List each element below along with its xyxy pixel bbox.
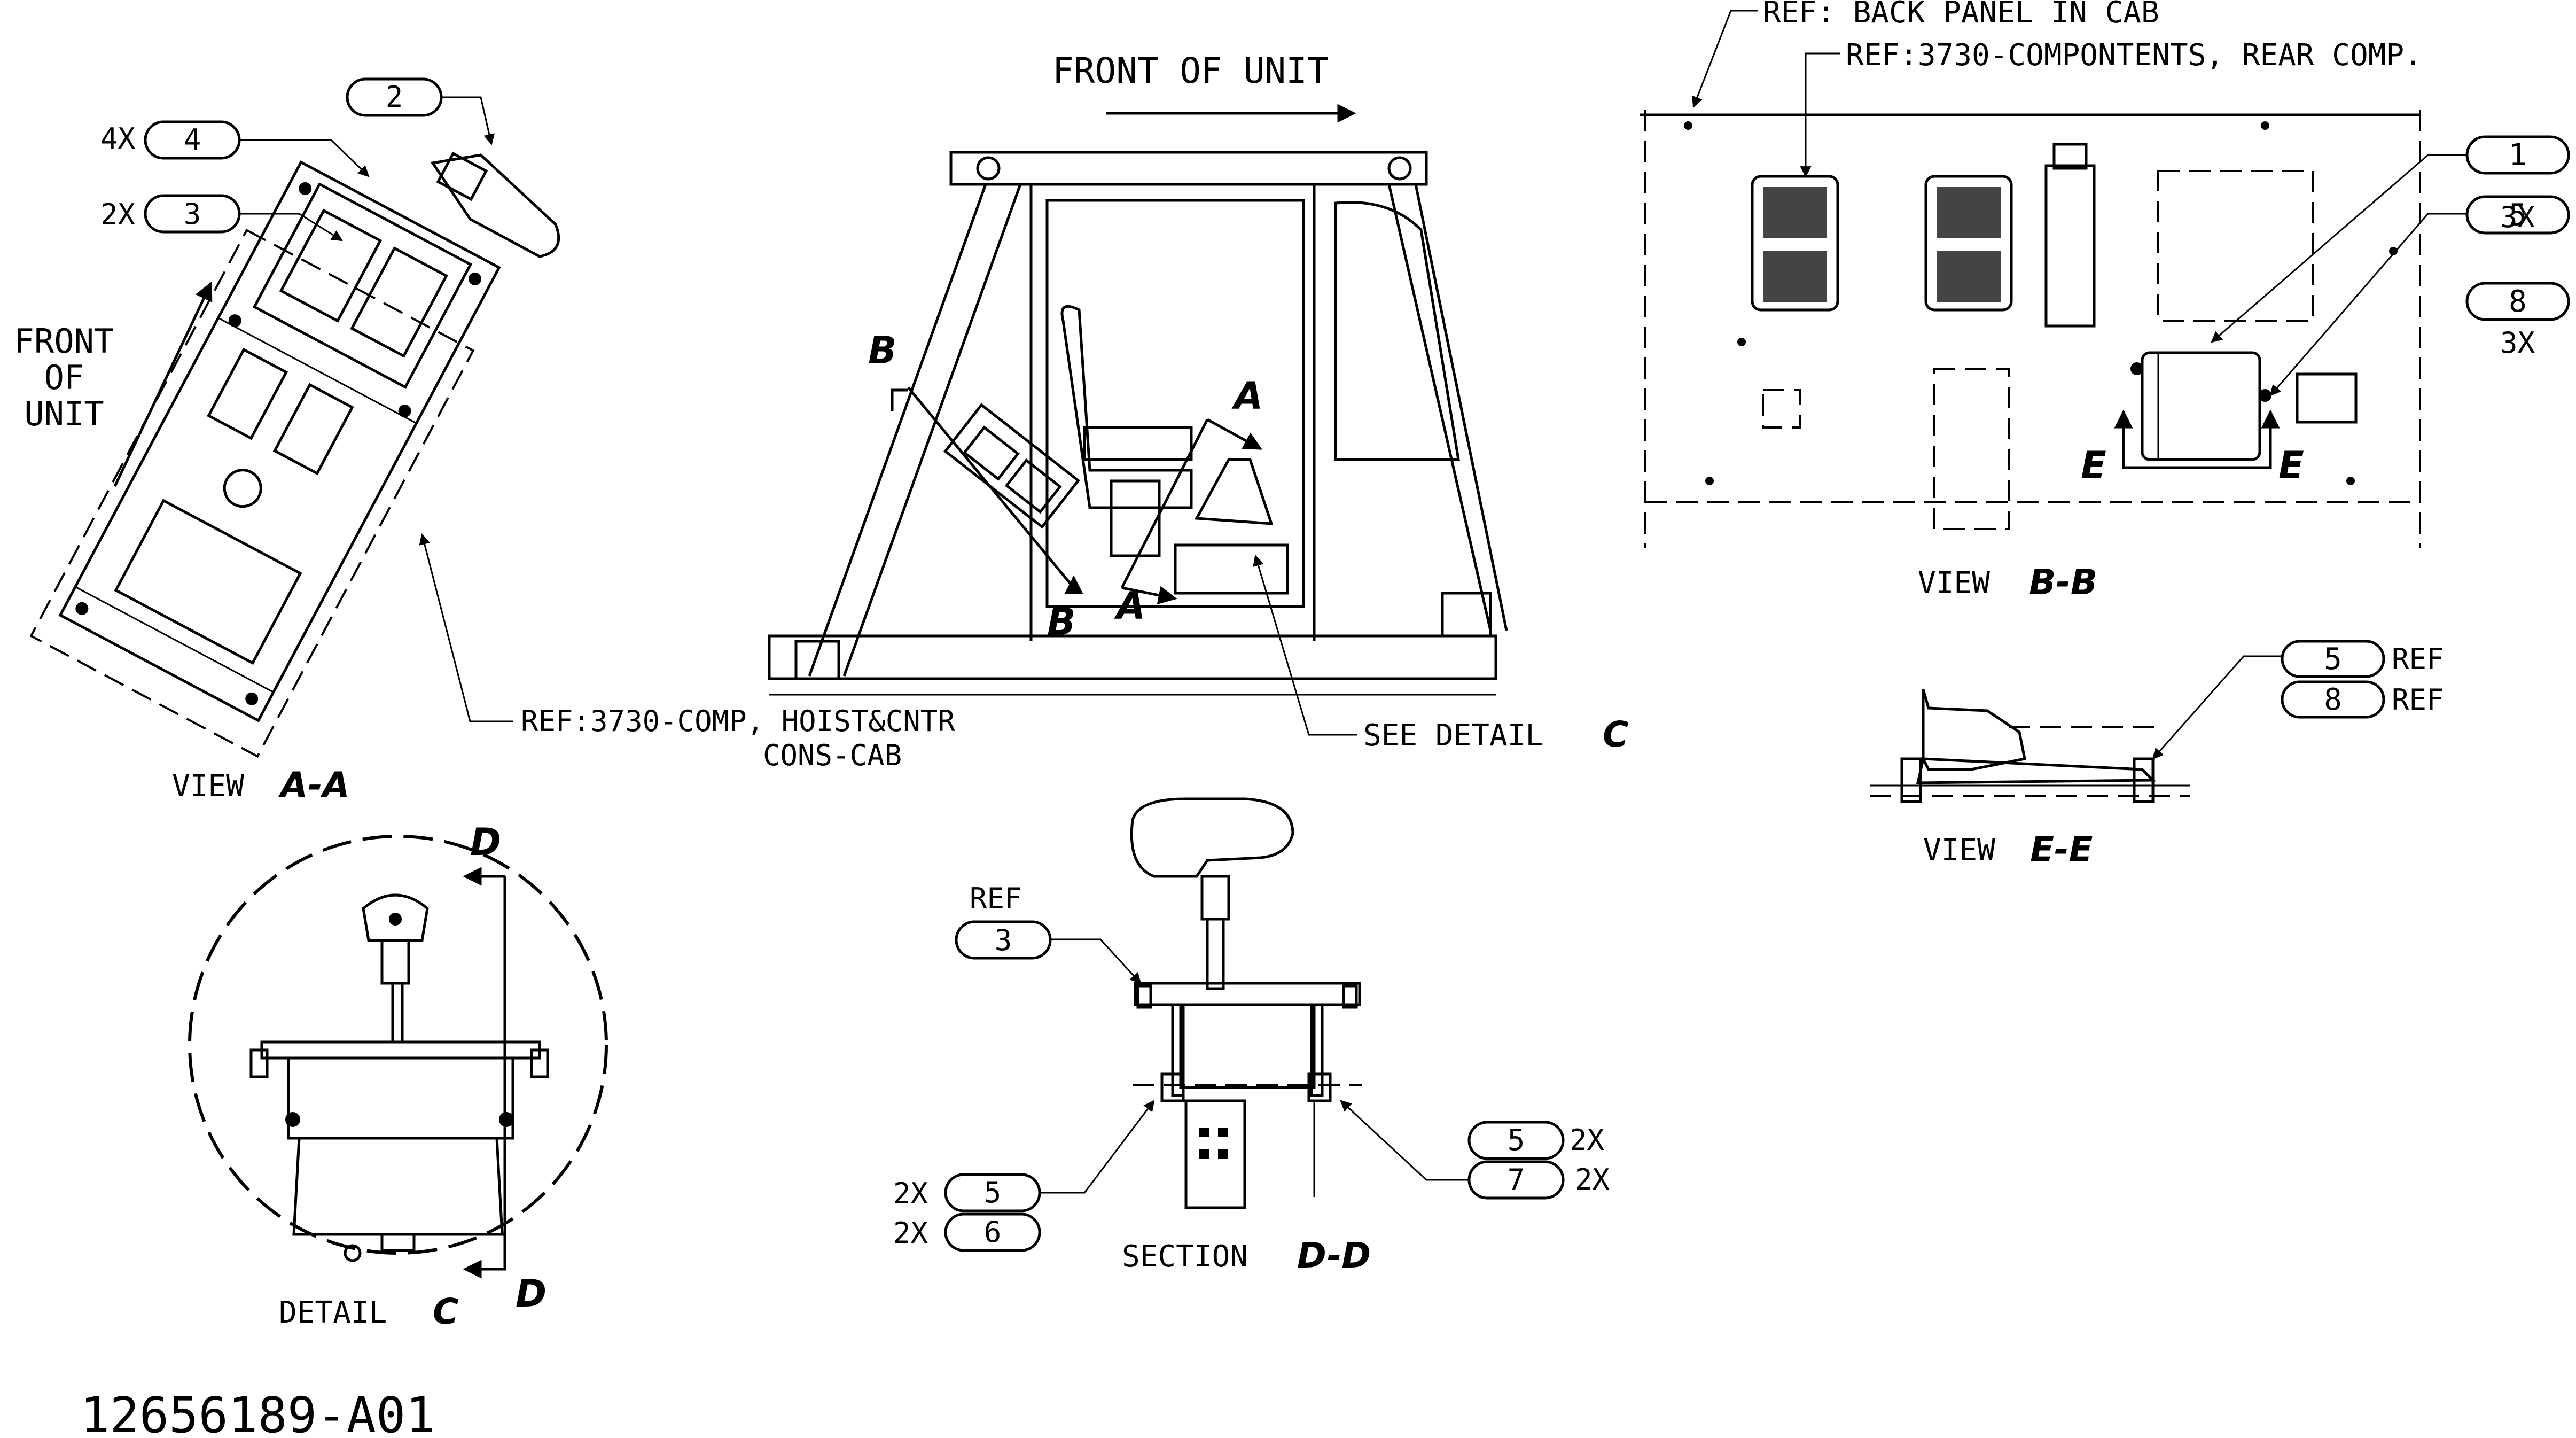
detail-circle: [188, 835, 608, 1255]
marker-d: D: [470, 820, 501, 864]
callout-qty: 3X: [2500, 200, 2535, 234]
view-e-e: 5 REF 8 REF VIEW E-E: [1870, 640, 2444, 870]
marker-a: A: [1231, 374, 1263, 418]
callout-item: 5: [2509, 198, 2527, 232]
callout-item: 7: [1508, 1163, 1525, 1196]
joystick-handle: [430, 153, 560, 258]
marker-b: B: [1047, 600, 1075, 644]
marker-a: A: [1114, 584, 1145, 628]
callout-bubble: [944, 1212, 1041, 1252]
marker-e: E: [2278, 444, 2304, 487]
detail-c: D D DETAIL C: [188, 820, 608, 1332]
view-title: VIEW: [1918, 566, 1990, 601]
b-console: [943, 403, 1080, 529]
ref-components: REF:3730-COMPONTENTS, REAR COMP.: [1846, 38, 2422, 73]
callout-item: 2: [386, 80, 403, 114]
view-title: VIEW: [1923, 833, 1995, 868]
callout-qty: 2X: [893, 1216, 928, 1250]
ref-back-panel: REF: BACK PANEL IN CAB: [1763, 0, 2159, 30]
callout-item: 6: [984, 1215, 1002, 1249]
controller-box: [2141, 351, 2261, 461]
cab-view: FRONT OF UNIT: [768, 50, 1628, 755]
view-letters: E-E: [2030, 829, 2093, 870]
view-b-b: REF: BACK PANEL IN CAB REF:3730-COMPONTE…: [1640, 0, 2570, 603]
callout-bubble: [2281, 640, 2385, 678]
section-letters: D-D: [1297, 1235, 1371, 1276]
console-drawing: [29, 160, 501, 758]
seat: [1060, 305, 1193, 509]
ref-line-1: REF:3730-COMP, HOIST&CNTR: [521, 704, 955, 738]
callout-bubble: [2465, 195, 2570, 235]
marker-b: B: [868, 329, 896, 372]
detail-title: DETAIL: [279, 1295, 387, 1330]
section-title: SECTION: [1122, 1239, 1248, 1274]
front-label-2: OF: [44, 358, 84, 397]
callout-note: REF: [2392, 683, 2444, 717]
view-title: VIEW: [172, 769, 244, 804]
callout-qty: 2X: [1570, 1123, 1605, 1157]
callout-item: 3: [184, 197, 201, 231]
view-a-a: FRONT OF UNIT 4X 4 2X 3 2 REF:3730-COMP,…: [14, 77, 955, 806]
callout-item: 5: [2324, 642, 2342, 677]
marker-d: D: [516, 1272, 547, 1316]
cab-frame: [768, 151, 1508, 696]
see-detail-letter: C: [1603, 714, 1628, 755]
drawing-number: 12656189-A01: [80, 1387, 435, 1438]
callout-bubble: [2281, 680, 2385, 719]
controller-side: [1922, 689, 2026, 771]
callout-qty: 2X: [100, 198, 136, 231]
callout-item: 5: [984, 1176, 1002, 1209]
callout-qty: 4X: [100, 122, 136, 156]
callout-bubble: [2465, 282, 2570, 321]
see-detail-label: SEE DETAIL: [1363, 718, 1543, 753]
back-panel: [1640, 110, 2421, 548]
joystick-knob: [1130, 797, 1294, 878]
front-label-1: FRONT: [14, 322, 114, 361]
callout-qty: 2X: [893, 1177, 928, 1210]
callout-note: REF: [2392, 642, 2444, 676]
ref-line-2: CONS-CAB: [763, 739, 902, 772]
callout-item: 8: [2509, 284, 2527, 319]
view-letters: A-A: [278, 765, 350, 806]
marker-e: E: [2081, 444, 2106, 487]
ref-label: REF: [970, 882, 1022, 915]
detail-letter: C: [433, 1291, 458, 1332]
callout-item: 3: [995, 923, 1012, 957]
view-letters: B-B: [2029, 562, 2097, 603]
front-of-unit-arrow: [113, 281, 213, 487]
callout-bubble: [1467, 1121, 1565, 1160]
callout-qty: 2X: [1575, 1163, 1610, 1196]
callout-item: 5: [1508, 1123, 1525, 1157]
callout-item: 8: [2324, 682, 2342, 717]
callout-item: 1: [2509, 138, 2527, 173]
callout-qty: 3X: [2500, 326, 2535, 360]
front-label-3: UNIT: [24, 394, 104, 433]
front-of-unit-label: FRONT OF UNIT: [1052, 50, 1329, 91]
section-d-d: REF 3 2X 5 2X 6 5 2X 7 2X SECTION D-D: [893, 797, 1610, 1276]
callout-item: 4: [184, 123, 201, 157]
